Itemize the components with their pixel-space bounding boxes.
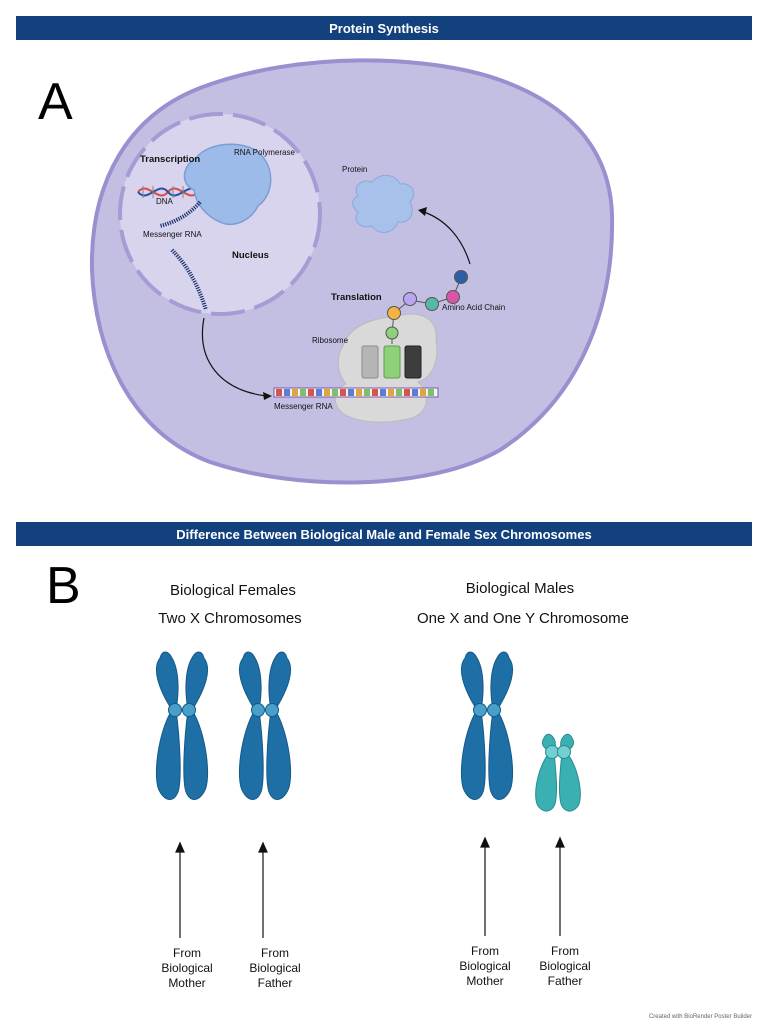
caption-text: From Biological Mother: [459, 944, 511, 988]
trna-slot-p: [383, 345, 401, 379]
trna-slot-a: [404, 345, 422, 379]
mrna-transcript: [159, 200, 202, 228]
label-messenger-rna-nucleus: Messenger RNA: [143, 230, 202, 239]
arrow-male-father: [555, 836, 565, 936]
sex-chromosomes-banner: Difference Between Biological Male and F…: [16, 522, 752, 546]
arrow-male-mother: [480, 836, 490, 936]
amino-acid-chain: [385, 270, 468, 344]
arrow-female-father: [258, 841, 268, 938]
males-subtitle: One X and One Y Chromosome: [416, 610, 630, 627]
caption-text: From Biological Father: [539, 944, 591, 988]
panel-letter-b: B: [46, 557, 81, 615]
label-messenger-rna-cytoplasm: Messenger RNA: [274, 402, 333, 411]
females-title: Biological Females: [170, 582, 296, 599]
folding-arrow: [423, 211, 471, 265]
label-rna-polymerase: RNA Polymerase: [234, 148, 295, 157]
x-chromosome-male-mother: [460, 651, 514, 800]
protein-synthesis-diagram: [89, 58, 615, 485]
caption-female-father: From Biological Father: [230, 946, 320, 991]
protein-blob: [352, 175, 415, 233]
caption-female-mother: From Biological Mother: [142, 946, 232, 991]
caption-text: From Biological Mother: [161, 946, 213, 990]
mrna-exiting: [170, 248, 208, 311]
transport-arrow: [202, 317, 267, 397]
label-amino-acid-chain: Amino Acid Chain: [442, 303, 506, 312]
trna-slot-e: [361, 345, 379, 379]
rna-polymerase: [183, 143, 272, 226]
panel-letter-a: A: [38, 73, 73, 131]
label-nucleus: Nucleus: [232, 250, 269, 261]
label-translation: Translation: [331, 292, 382, 303]
label-ribosome: Ribosome: [312, 336, 349, 345]
footer-credit: Created with BioRender Poster Builder: [648, 1014, 752, 1020]
caption-text: From Biological Father: [249, 946, 301, 990]
protein-synthesis-banner: Protein Synthesis: [16, 16, 752, 40]
females-subtitle: Two X Chromosomes: [158, 610, 302, 627]
y-chromosome-male-father: [535, 733, 581, 812]
label-dna: DNA: [156, 197, 173, 206]
label-transcription: Transcription: [140, 154, 201, 165]
caption-male-mother: From Biological Mother: [440, 944, 530, 989]
x-chromosome-female-mother: [155, 651, 209, 800]
label-protein: Protein: [342, 165, 368, 174]
arrow-female-mother: [175, 841, 185, 938]
males-title: Biological Males: [465, 580, 575, 597]
caption-male-father: From Biological Father: [520, 944, 610, 989]
x-chromosome-female-father: [238, 651, 292, 800]
mrna-codon-strand: [273, 387, 439, 398]
